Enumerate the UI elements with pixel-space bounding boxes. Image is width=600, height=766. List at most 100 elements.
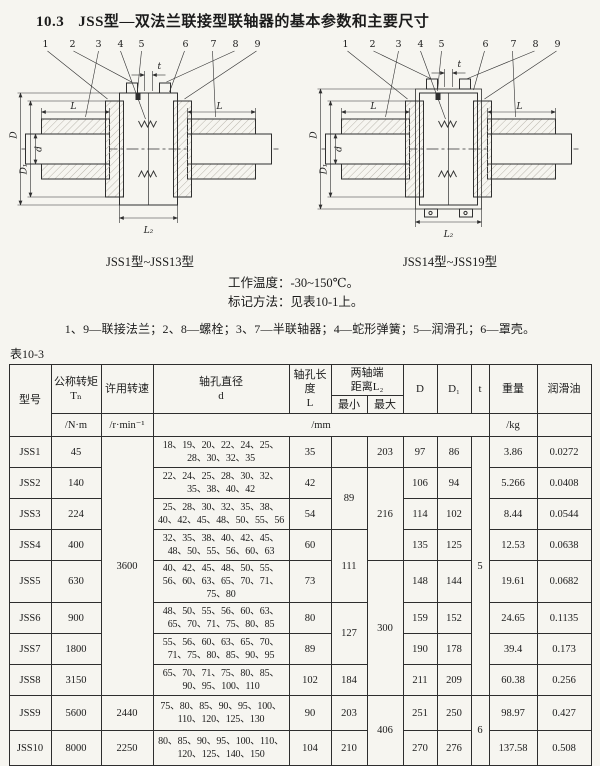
table-cell: 209 [436,664,472,697]
table-cell: JSS1 [8,436,52,469]
col-header-torque-symbol: Tₙ [70,390,82,403]
right-flange [473,100,492,198]
col-header-oil: 润滑油 [536,363,592,415]
dim-label-L2: L₂ [443,230,454,240]
col-header-weight: 重量 [488,363,538,415]
col-header-torque: 公称转矩 Tₙ [50,363,102,415]
table-cell: 18、19、20、22、24、25、28、30、32、35 [152,436,290,469]
callout-number: 9 [254,39,260,50]
table-cell: 190 [402,633,438,666]
unit-weight: /kg [488,413,538,438]
dim-label-L-left: L [70,102,77,112]
table-cell: 89 [288,633,332,666]
table-cell [330,436,368,469]
bolt-left [126,82,138,94]
table-cell: 97 [402,436,438,469]
left-flange [405,100,424,198]
callout-number: 6 [482,39,488,50]
unit-speed: /r·min⁻¹ [100,413,154,438]
table-cell: 0.427 [536,695,592,732]
table-cell: 144 [436,560,472,604]
table-cell: 0.256 [536,664,592,697]
callout-number: 3 [95,39,101,50]
left-shaft-bore [25,133,110,165]
col-header-bore-length-name: 轴孔长度 [293,368,327,395]
right-flange [173,100,192,198]
table-cell: JSS9 [8,695,52,732]
col-header-shaft-distance-line1: 两轴端 [350,366,384,379]
table-cell: 250 [436,695,472,732]
callout-leaders [47,50,257,120]
callout-leaders [347,50,557,120]
table-cell: 3150 [50,664,102,697]
table-row: JSS10 8000 2250 80、85、90、95、100、110、120、… [8,730,592,766]
unit-torque: /N·m [50,413,102,438]
table-row: JSS7 1800 55、56、60、63、65、70、71、75、80、85、… [8,633,592,666]
table-cell: 45 [50,436,102,469]
table-cell: 5 [470,436,490,697]
table-cell: 270 [402,730,438,766]
dimension-labels: L L t L₂ D D₁ d [10,62,223,236]
casing-foot-right [459,208,473,218]
table-cell: 39.4 [488,633,538,666]
table-cell: JSS3 [8,498,52,531]
right-shaft-bore [187,133,272,165]
table-cell: 60 [288,529,332,562]
callout-number: 2 [69,39,75,50]
table-cell: 106 [402,467,438,500]
dim-label-L-right: L [516,102,523,112]
callouts: 1 2 3 4 5 6 7 8 9 [342,39,561,120]
table-cell: 137.58 [488,730,538,766]
table-cell: 55、56、60、63、65、70、71、75、80、85、90、95 [152,633,290,666]
table-cell: 3600 [100,436,154,697]
bolt-right [459,78,471,90]
col-header-speed: 许用转速 [100,363,154,415]
table-cell: 300 [366,560,404,697]
serpentine-spring-top [138,119,157,129]
col-header-D: D [402,363,438,415]
note-marking-method: 标记方法：见表10-1上。 [228,295,364,310]
table-cell: JSS8 [8,664,52,697]
casing-outer-rim [415,88,482,210]
table-cell: 12.53 [488,529,538,562]
table-cell: 2250 [100,730,154,766]
table-cell: 8000 [50,730,102,766]
figure-right-caption: JSS14型~JSS19型 [402,255,498,269]
table-cell: 210 [330,730,368,766]
table-cell: 90 [288,695,332,732]
table-cell: 406 [366,695,404,766]
dim-label-L-right: L [216,102,223,112]
lube-hole [135,93,141,100]
table-cell: 3.86 [488,436,538,469]
table-cell: 102 [288,664,332,697]
figure-left: L L t L₂ D D₁ d 1 [6,35,294,270]
table-cell: 65、70、71、75、80、85、90、95、100、110 [152,664,290,697]
dim-label-D: D [10,131,20,139]
table-cell: 0.0544 [536,498,592,531]
table-cell: JSS5 [8,560,52,604]
col-header-bore-diameter-name: 轴孔直径 [199,375,243,388]
table-row: JSS1 45 3600 18、19、20、22、24、25、28、30、32、… [8,436,592,697]
table-cell: 0.0272 [536,436,592,469]
parts-legend: 1、9—联接法兰；2、8—螺栓；3、7—半联轴器；4—蛇形弹簧；5—润滑孔；6—… [64,321,536,336]
callout-number: 8 [232,39,238,50]
table-cell: JSS7 [8,633,52,666]
table-cell: 25、28、30、32、35、38、40、42、45、48、50、55、56 [152,498,290,531]
table-row: JSS6 900 48、50、55、56、60、63、65、70、71、75、8… [8,602,592,666]
col-header-bore-diameter: 轴孔直径 d [152,363,290,415]
section-title-text: JSS型—双法兰联接型联轴器的基本参数和主要尺寸 [78,14,430,30]
table-cell: 0.0408 [536,467,592,500]
table-row: JSS3 224 25、28、30、32、35、38、40、42、45、48、5… [8,498,592,531]
callout-number: 1 [42,39,48,50]
table-cell: 0.173 [536,633,592,666]
callout-number: 5 [438,39,444,50]
col-header-min: 最小 [330,395,368,415]
table-cell: JSS6 [8,602,52,635]
table-cell: 98.97 [488,695,538,732]
table-cell: 148 [402,560,438,604]
dim-label-D1: D₁ [20,164,30,176]
table-cell: 54 [288,498,332,531]
callout-number: 4 [117,39,123,50]
table-cell: 630 [50,560,102,604]
table-label: 表10-3 [10,346,44,361]
